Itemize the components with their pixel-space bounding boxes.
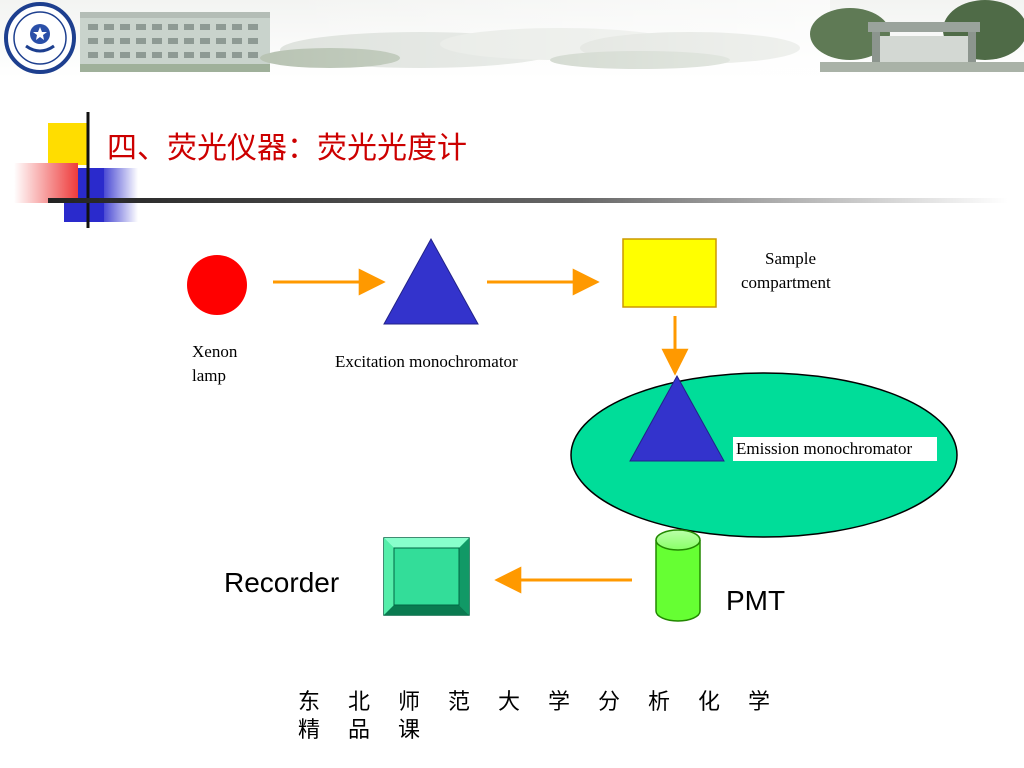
campus-photo-strip bbox=[4, 0, 1024, 78]
node-xenon-lamp: Xenon lamp bbox=[187, 255, 247, 385]
node-emission-monochromator: Emission monochromator bbox=[570, 372, 958, 538]
node-recorder: Recorder bbox=[224, 537, 470, 616]
xenon-lamp-label-line1: Xenon bbox=[192, 342, 238, 361]
university-logo bbox=[4, 2, 76, 74]
sample-compartment-label-line2: compartment bbox=[741, 273, 831, 292]
node-pmt: PMT bbox=[655, 529, 785, 622]
page-title: 四、荧光仪器：荧光光度计 bbox=[107, 131, 467, 166]
xenon-lamp-label-line2: lamp bbox=[192, 366, 226, 385]
pmt-label: PMT bbox=[726, 585, 785, 616]
excitation-monochromator-label: Excitation monochromator bbox=[335, 352, 518, 371]
emission-monochromator-label: Emission monochromator bbox=[736, 439, 912, 458]
node-excitation-monochromator: Excitation monochromator bbox=[335, 237, 518, 371]
footer-line-1: 东北师范大学分析化学 bbox=[298, 690, 799, 715]
title-decoration bbox=[14, 112, 1008, 228]
header-banner bbox=[0, 0, 1024, 78]
landscape-photo-middle bbox=[260, 0, 830, 78]
building-photo-left bbox=[80, 12, 270, 72]
campus-gate-photo-right bbox=[810, 0, 1024, 72]
footer-caption: 东北师范大学分析化学 精品课 bbox=[298, 689, 798, 745]
node-sample-compartment: Sample compartment bbox=[622, 238, 831, 308]
footer-line-2: 精品课 bbox=[298, 718, 449, 743]
recorder-label: Recorder bbox=[224, 567, 339, 598]
sample-compartment-label-line1: Sample bbox=[765, 249, 816, 268]
